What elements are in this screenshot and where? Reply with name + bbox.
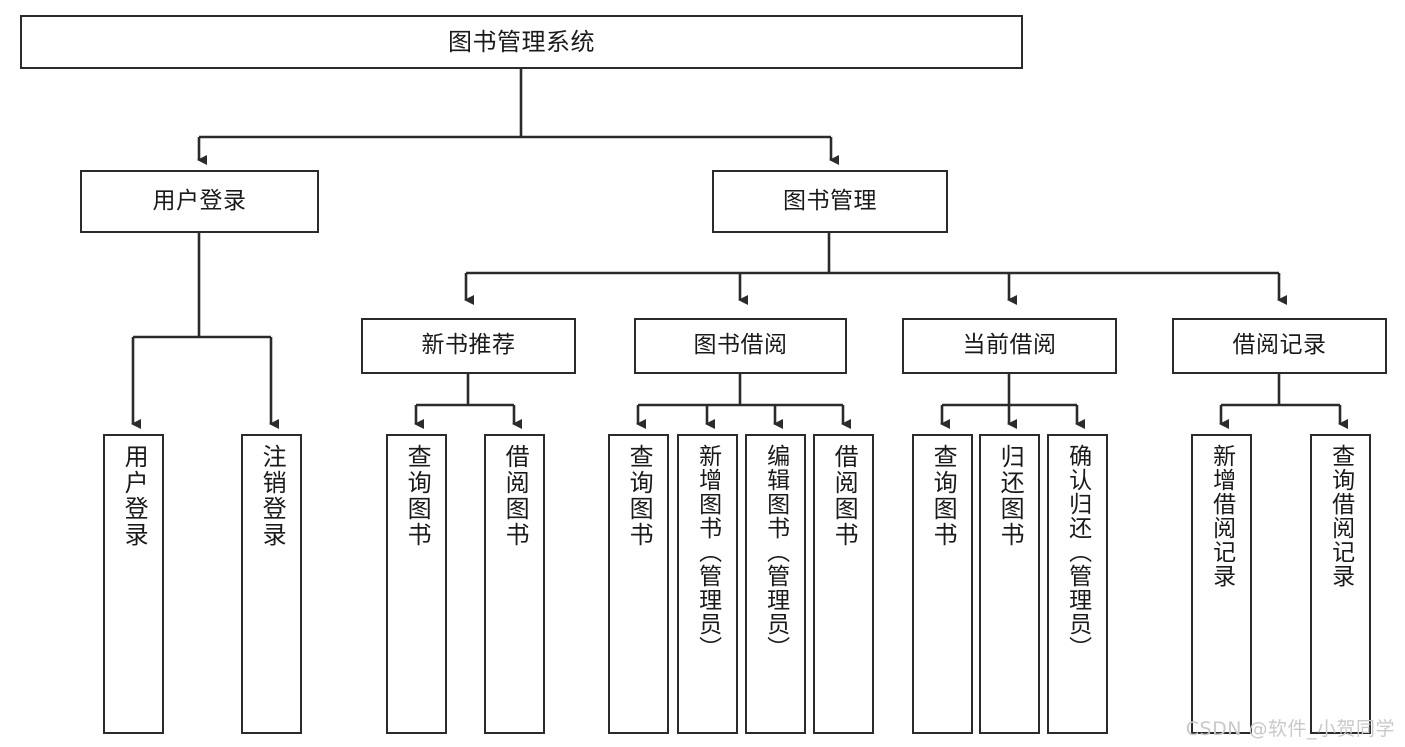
node-book-management[interactable]: 图书管理 (712, 170, 948, 233)
node-borrow-record[interactable]: 借阅记录 (1172, 318, 1387, 374)
leaf-confirm-return-admin[interactable]: 确认归还（管理员） (1047, 434, 1108, 734)
node-label: 归还图书 (996, 444, 1025, 548)
node-label: 查询图书 (403, 444, 432, 548)
leaf-logout[interactable]: 注销登录 (241, 434, 302, 734)
leaf-query-borrow-record[interactable]: 查询借阅记录 (1310, 434, 1371, 734)
node-label: 借阅图书 (830, 444, 859, 548)
node-label: 查询图书 (625, 444, 654, 548)
node-root-book-management-system[interactable]: 图书管理系统 (20, 15, 1023, 69)
node-label: 查询图书 (929, 444, 958, 548)
leaf-user-login[interactable]: 用户登录 (103, 434, 164, 734)
node-label: 用户登录 (152, 187, 247, 214)
leaf-query-book-borrow[interactable]: 查询图书 (608, 434, 669, 734)
leaf-borrow-book[interactable]: 借阅图书 (813, 434, 874, 734)
node-label: 借阅记录 (1232, 332, 1327, 359)
node-label: 图书管理系统 (448, 27, 595, 56)
node-label: 图书借阅 (693, 332, 788, 359)
csdn-watermark: CSDN @软件_小贺同学 (1185, 718, 1395, 740)
node-label: 借阅图书 (501, 444, 530, 548)
node-label: 新增图书（管理员） (694, 444, 721, 660)
node-label: 新书推荐 (421, 332, 516, 359)
node-label: 新增借阅记录 (1208, 444, 1235, 588)
node-label: 编辑图书（管理员） (762, 444, 789, 660)
leaf-borrow-book-recommend[interactable]: 借阅图书 (484, 434, 545, 734)
node-label: 注销登录 (258, 444, 287, 548)
node-current-borrow[interactable]: 当前借阅 (902, 318, 1117, 374)
leaf-return-book[interactable]: 归还图书 (979, 434, 1040, 734)
leaf-query-book-current[interactable]: 查询图书 (912, 434, 973, 734)
node-label: 查询借阅记录 (1327, 444, 1354, 588)
node-label: 确认归还（管理员） (1064, 444, 1091, 660)
leaf-query-book-recommend[interactable]: 查询图书 (386, 434, 447, 734)
node-new-book-recommendation[interactable]: 新书推荐 (361, 318, 576, 374)
leaf-add-book-admin[interactable]: 新增图书（管理员） (677, 434, 738, 734)
node-label: 当前借阅 (962, 332, 1057, 359)
leaf-add-borrow-record[interactable]: 新增借阅记录 (1191, 434, 1252, 734)
node-book-borrow[interactable]: 图书借阅 (634, 318, 847, 374)
node-label: 图书管理 (783, 187, 877, 214)
node-user-login[interactable]: 用户登录 (80, 170, 319, 233)
leaf-edit-book-admin[interactable]: 编辑图书（管理员） (745, 434, 806, 734)
node-label: 用户登录 (120, 444, 149, 548)
